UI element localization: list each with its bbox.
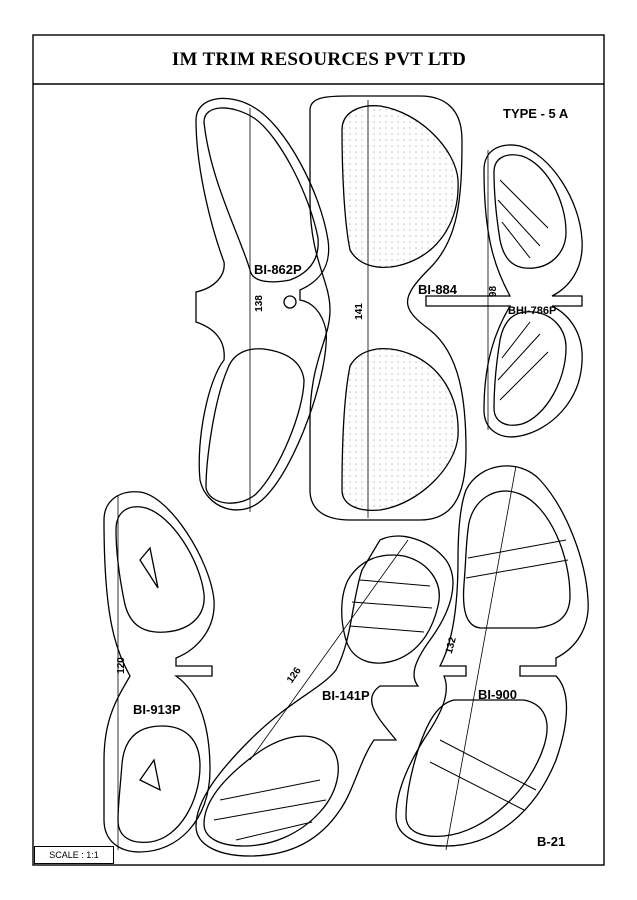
dimension-label-bi-884: 141	[353, 303, 365, 320]
sheet-code: B-21	[537, 834, 566, 849]
dimension-label-bi-862p: 138	[253, 295, 265, 312]
pattern-bi-913p	[103, 491, 215, 853]
dimension-label-bhi-786p: 98	[488, 285, 500, 298]
scale-box: SCALE : 1:1	[34, 846, 114, 864]
pattern-label-bi-141p: BI-141P	[322, 688, 370, 703]
pattern-bhi-786p	[425, 144, 583, 438]
pattern-label-bi-913p: BI-913P	[133, 702, 181, 717]
pattern-bi-884	[309, 95, 467, 521]
pattern-label-bi-884: BI-884	[418, 282, 458, 297]
pattern-bi-900	[395, 465, 589, 851]
pattern-label-bhi-786p: BHI-786P	[508, 305, 557, 317]
sheet-border	[32, 34, 605, 866]
pattern-bi-141p	[195, 535, 454, 857]
pattern-label-bi-862p: BI-862P	[254, 262, 302, 277]
type-label: TYPE - 5 A	[503, 106, 569, 121]
company-title: IM TRIM RESOURCES PVT LTD	[171, 49, 467, 70]
dimension-label-bi-913p: 120	[115, 657, 127, 674]
pattern-label-bi-900: BI-900	[478, 687, 518, 702]
